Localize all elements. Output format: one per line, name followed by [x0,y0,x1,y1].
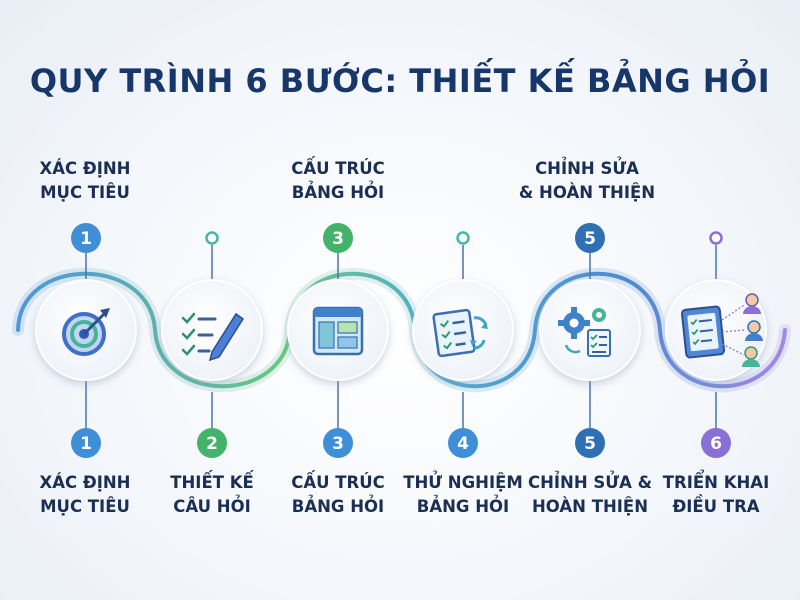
bottom-label-step-3: CẤU TRÚC BẢNG HỎI [291,473,385,516]
badge-bottom-4: 4 [448,428,478,458]
bottom-label-step-1: XÁC ĐỊNH MỤC TIÊU [39,473,131,516]
dot-top-2 [205,231,219,245]
dot-top-4 [456,231,470,245]
page-title: QUY TRÌNH 6 BƯỚC: THIẾT KẾ BẢNG HỎI [29,62,771,100]
bottom-label-step-6: TRIỂN KHAI ĐIỀU TRA [662,473,770,516]
top-label-step-1: XÁC ĐỊNH MỤC TIÊU [39,159,131,202]
badge-top-5: 5 [575,223,605,253]
top-label-step-5: CHỈNH SỬA & HOÀN THIỆN [518,159,656,202]
step-circle-2 [161,279,263,381]
tablet-people-icon [680,293,763,367]
svg-text:1: 1 [80,434,92,454]
badge-top-3: 3 [323,223,353,253]
svg-text:6: 6 [710,434,722,454]
checklist-refresh-icon [432,308,488,358]
svg-text:5: 5 [584,434,596,454]
layout-window-icon [312,306,364,356]
badge-bottom-2: 2 [197,428,227,458]
svg-text:3: 3 [332,229,344,249]
svg-text:2: 2 [206,434,218,454]
badge-top-1: 1 [71,223,101,253]
bottom-label-step-2: THIẾT KẾ CÂU HỎI [170,473,254,516]
svg-text:4: 4 [457,434,469,454]
badge-bottom-5: 5 [575,428,605,458]
badge-bottom-1: 1 [71,428,101,458]
svg-text:1: 1 [80,229,92,249]
bottom-label-step-5: CHỈNH SỬA & HOÀN THIỆN [528,473,652,516]
dot-top-6 [709,231,723,245]
checklist-pen-icon [181,312,245,362]
badge-bottom-3: 3 [323,428,353,458]
bottom-label-step-4: THỬ NGHIỆM BẢNG HỎI [403,473,523,516]
svg-text:3: 3 [332,434,344,454]
target-icon [62,308,110,356]
gears-checklist-icon [558,307,611,357]
badge-bottom-6: 6 [701,428,731,458]
svg-text:5: 5 [584,229,596,249]
top-label-step-3: CẤU TRÚC BẢNG HỎI [291,159,385,202]
